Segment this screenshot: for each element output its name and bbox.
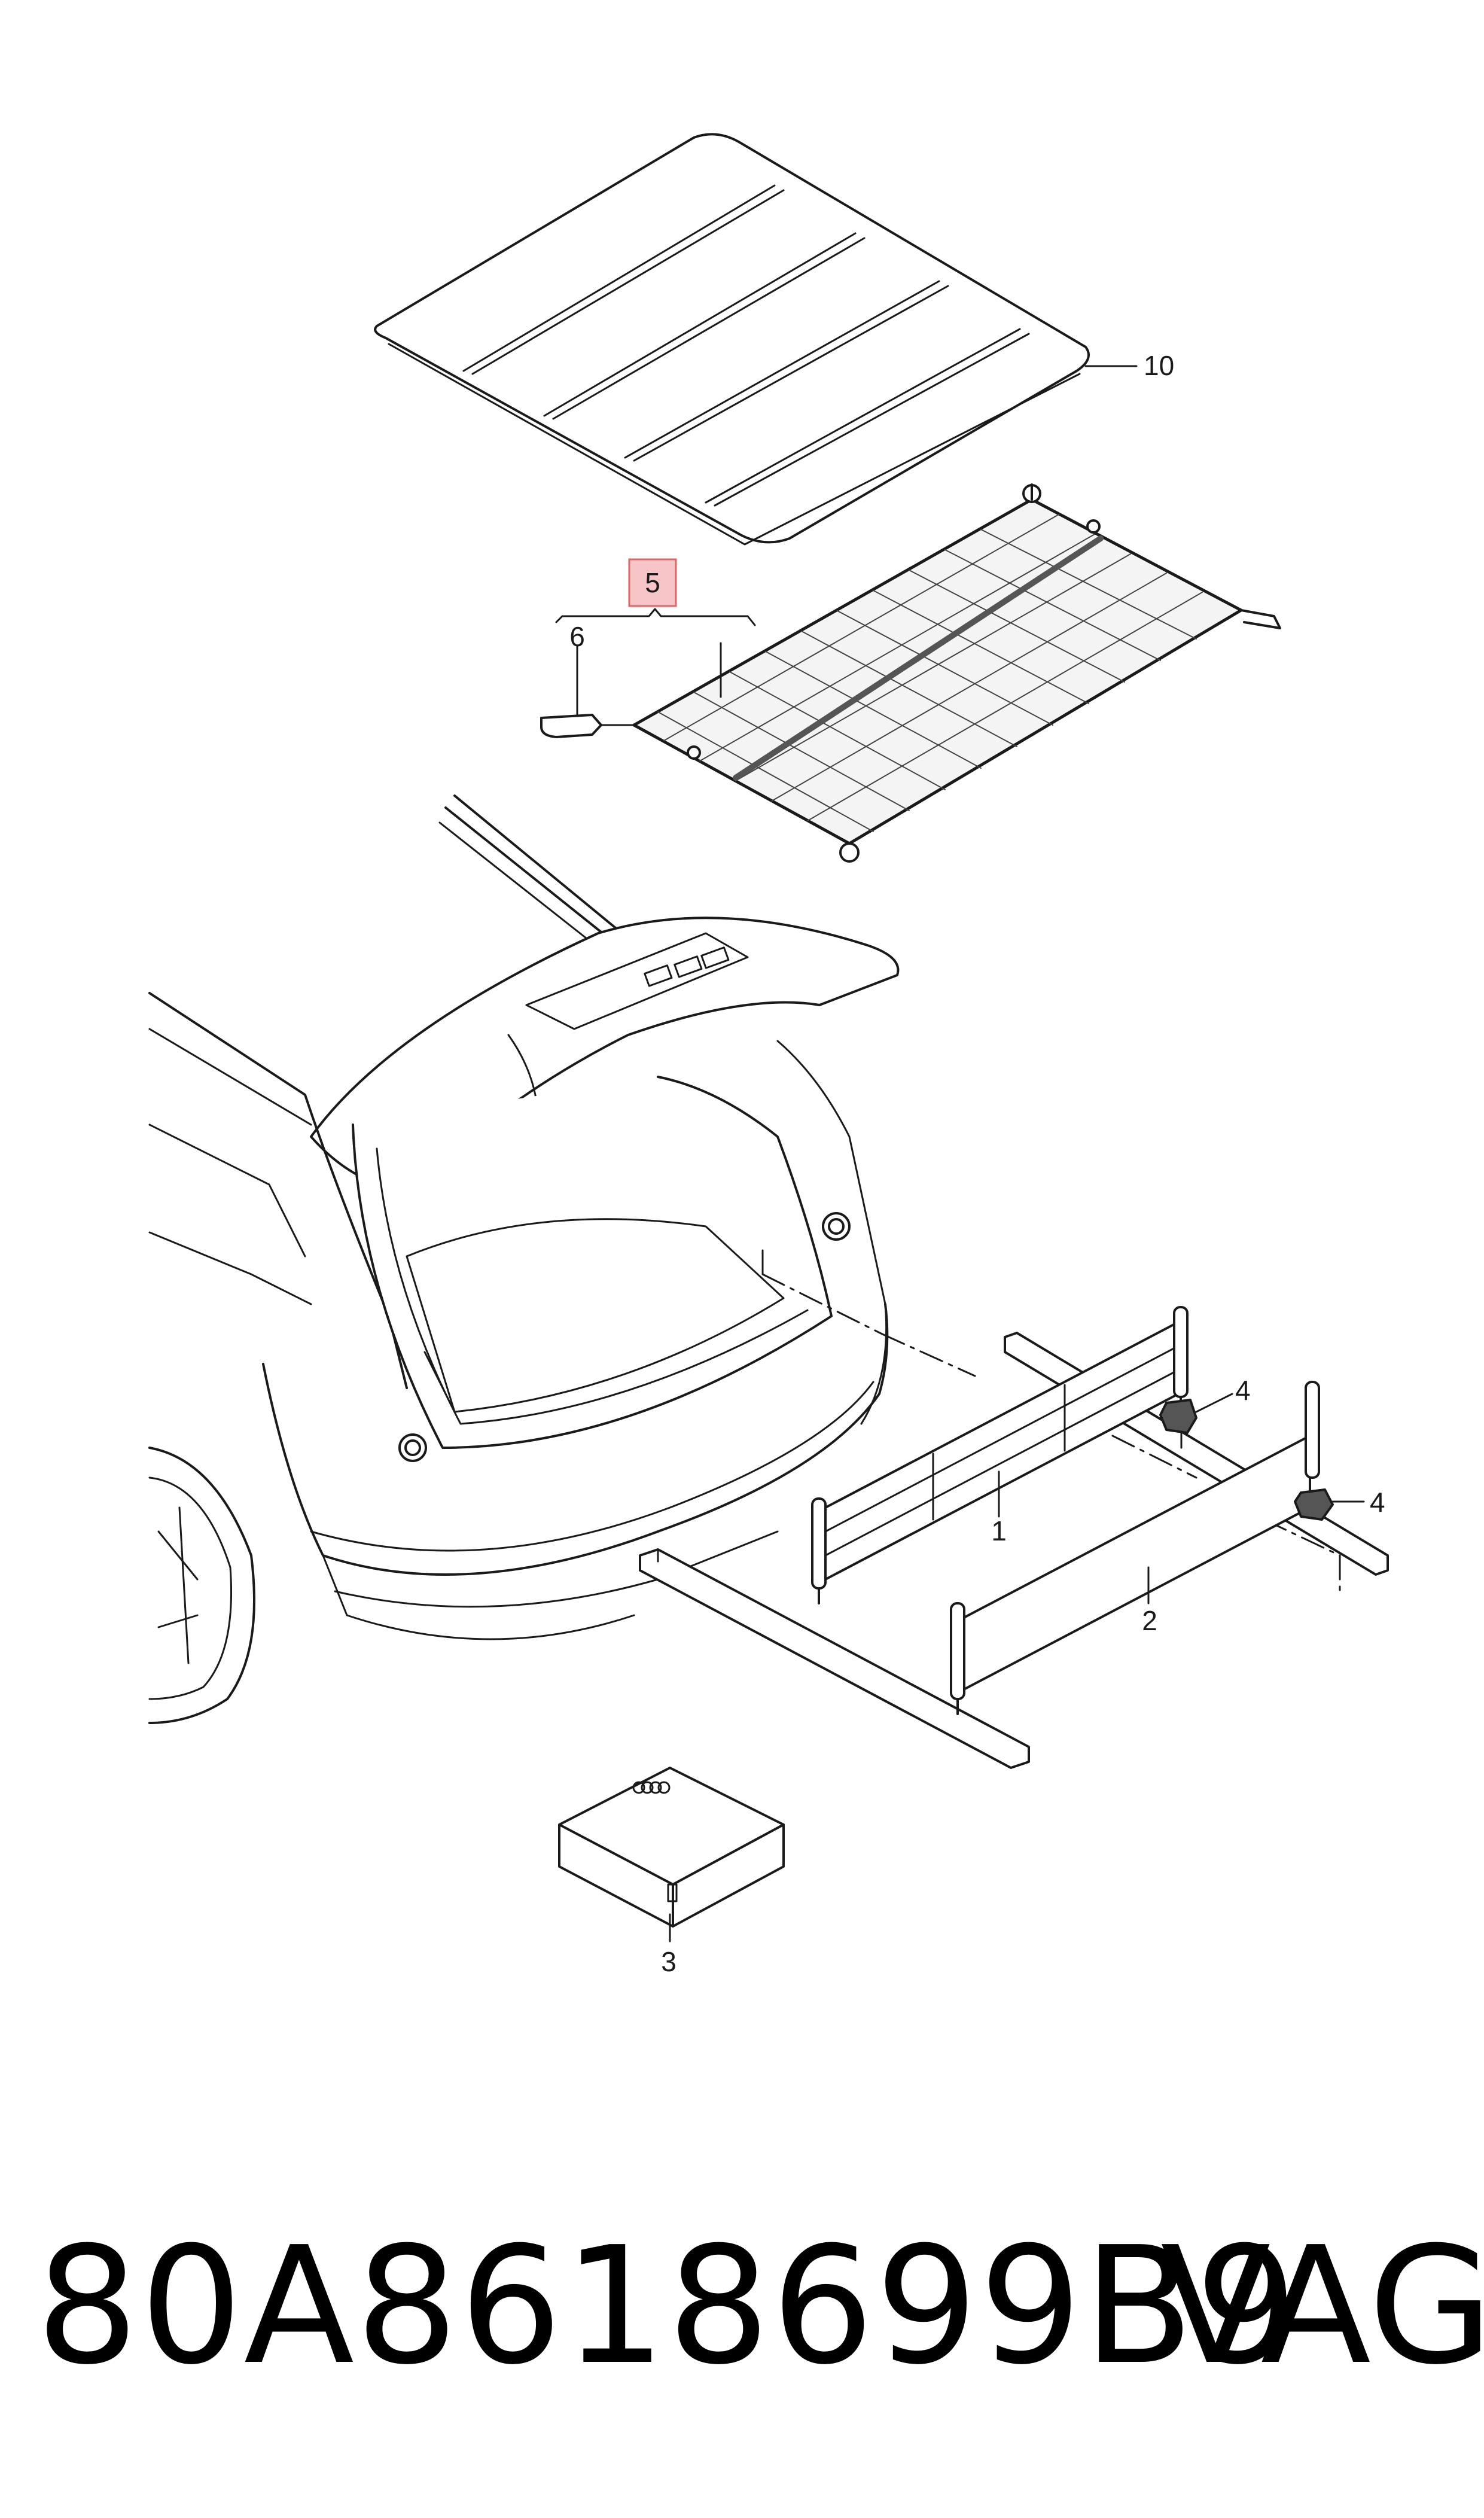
cargo-net [632, 483, 1281, 863]
callout-4b: 4 [1370, 1487, 1385, 1518]
bracket-5 [555, 608, 756, 626]
vehicle-rear [148, 794, 900, 1724]
callout-3: 3 [661, 1946, 677, 1977]
callout-box-5 [628, 558, 677, 607]
net-hook [540, 714, 602, 738]
callout-10: 10 [1144, 350, 1174, 381]
bracket-4a [1159, 1399, 1197, 1449]
callout-6: 6 [569, 621, 585, 652]
partition-net-1 [811, 1306, 1189, 1604]
callout-1: 1 [991, 1515, 1007, 1546]
floor-cover-panel [374, 133, 1090, 546]
bracket-4b [1294, 1488, 1334, 1521]
part-number: 80A8618699B9 [36, 2212, 1299, 2400]
leader-4a [1195, 1393, 1233, 1413]
callout-4a: 4 [1235, 1375, 1251, 1406]
brand-label: VAG [1160, 2212, 1484, 2400]
callout-2: 2 [1142, 1605, 1157, 1636]
callout-5: 5 [645, 567, 660, 598]
floor-rails [639, 1332, 1389, 1769]
accessory-box [558, 1767, 785, 1928]
